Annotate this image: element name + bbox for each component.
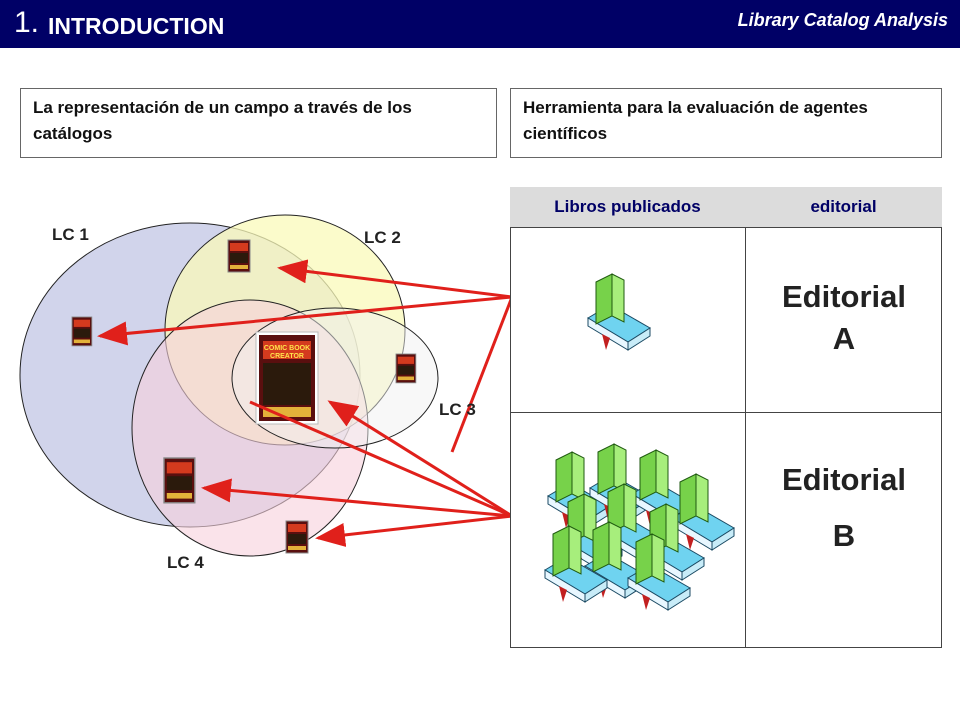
header-bar: 1. INTRODUCTION Library Catalog Analysis — [0, 0, 960, 48]
section-title: INTRODUCTION — [48, 13, 225, 39]
right-description-box: Herramienta para la evaluación de agente… — [510, 88, 942, 158]
left-description-box: La representación de un campo a través d… — [20, 88, 497, 158]
venn-label-lc1: LC 1 — [52, 225, 89, 244]
many-books-icon — [544, 443, 735, 611]
header-libros-publicados: Libros publicados — [510, 187, 745, 227]
header-editorial: editorial — [745, 187, 942, 227]
arrow-a-down — [450, 296, 514, 453]
editorial-a-label: Editorial A — [760, 276, 928, 360]
editorial-a-line2: A — [832, 321, 856, 356]
venn-label-lc4: LC 4 — [167, 553, 204, 572]
arrow-a-to-lc2 — [277, 259, 513, 299]
editorial-b-line2: B — [832, 518, 856, 553]
section-number: 1. — [14, 6, 40, 39]
arrow-a-to-lc1 — [97, 295, 513, 346]
book-cover-line1: COMIC BOOK — [264, 345, 310, 352]
arrow-b-to-center — [327, 400, 513, 518]
editorial-a-line1: Editorial — [781, 279, 906, 314]
arrow-b-from-center — [249, 400, 513, 518]
header-subtitle: Library Catalog Analysis — [737, 10, 948, 30]
editorial-b-label: Editorial B — [760, 452, 928, 564]
cell-editorial-a — [745, 227, 942, 413]
venn-label-lc3: LC 3 — [439, 400, 476, 419]
single-book-icon — [587, 273, 651, 351]
venn-label-lc2: LC 2 — [364, 228, 401, 247]
cell-editorial-b — [745, 412, 942, 648]
editorial-b-line1: Editorial — [781, 462, 906, 497]
arrow-b-to-bottom — [315, 514, 513, 547]
arrow-b-to-lc4 — [201, 478, 513, 518]
book-cover-line2: CREATOR — [270, 353, 304, 360]
